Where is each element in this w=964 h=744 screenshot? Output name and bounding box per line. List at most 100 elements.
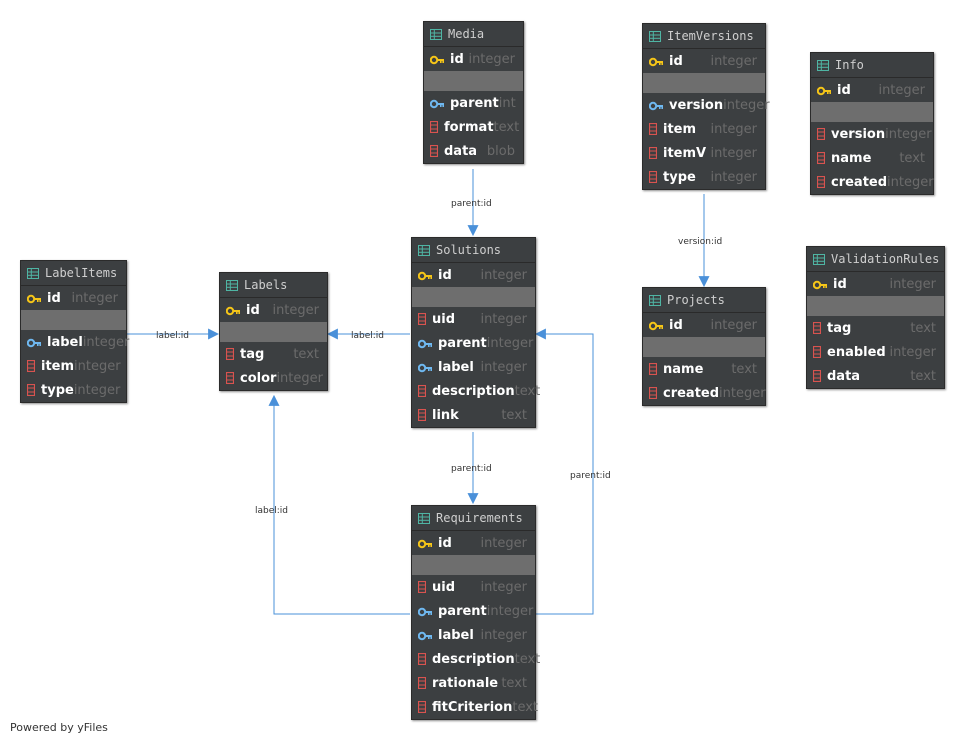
column-name: parent xyxy=(450,95,499,111)
table-requirements[interactable]: Requirements id integer uid integer pare… xyxy=(411,505,540,720)
column-row[interactable]: parent int xyxy=(424,91,523,115)
column-type: integer xyxy=(480,359,527,375)
column-separator xyxy=(21,310,126,330)
column-row[interactable]: parent integer xyxy=(412,331,535,355)
column-type: integer xyxy=(480,311,527,327)
edge-requirements-labels[interactable] xyxy=(268,394,410,615)
column-row[interactable]: rationale text xyxy=(412,671,535,695)
column-row[interactable]: tag text xyxy=(807,316,944,340)
column-row[interactable]: label integer xyxy=(412,623,535,647)
column-row[interactable]: itemV integer xyxy=(643,141,765,165)
column-name: type xyxy=(663,169,696,185)
table-projects[interactable]: Projects id integer name text created in… xyxy=(642,287,766,406)
column-type: integer xyxy=(878,82,925,98)
column-row[interactable]: name text xyxy=(643,357,765,381)
column-row[interactable]: tag text xyxy=(220,342,327,366)
column-row[interactable]: id integer xyxy=(643,313,765,337)
primary-key-icon xyxy=(648,316,663,335)
table-header[interactable]: ItemVersions xyxy=(643,24,765,49)
column-row[interactable]: description text xyxy=(412,647,540,671)
column-row[interactable]: link text xyxy=(412,403,535,427)
column-row[interactable]: data blob xyxy=(424,139,523,163)
column-name: version xyxy=(669,97,724,113)
table-header[interactable]: Solutions xyxy=(412,238,535,263)
column-row[interactable]: uid integer xyxy=(412,575,535,599)
column-name: format xyxy=(444,119,494,135)
column-row[interactable]: id integer xyxy=(412,531,535,555)
column-separator xyxy=(412,287,535,307)
column-icon xyxy=(417,674,427,693)
foreign-key-icon xyxy=(648,96,663,115)
primary-key-icon xyxy=(417,534,432,553)
table-header[interactable]: Media xyxy=(424,22,523,47)
column-type: text xyxy=(501,675,527,691)
table-header[interactable]: Labels xyxy=(220,273,327,298)
column-type: text xyxy=(899,150,925,166)
column-row[interactable]: format text xyxy=(424,115,523,139)
column-type: integer xyxy=(486,335,534,351)
column-row[interactable]: id integer xyxy=(424,47,523,71)
column-row[interactable]: type integer xyxy=(21,378,126,402)
column-icon xyxy=(648,384,658,403)
column-row[interactable]: type integer xyxy=(643,165,765,189)
column-name: id xyxy=(438,267,452,283)
table-header[interactable]: Info xyxy=(811,53,933,78)
column-row[interactable]: id integer xyxy=(643,49,765,73)
column-row[interactable]: created integer xyxy=(643,381,766,405)
table-validationrules[interactable]: ValidationRules id integer tag text enab… xyxy=(806,246,945,389)
column-type: int xyxy=(498,95,516,111)
column-row[interactable]: id integer xyxy=(220,298,327,322)
column-row[interactable]: created integer xyxy=(811,170,934,194)
column-icon xyxy=(429,142,439,161)
column-row[interactable]: version integer xyxy=(811,122,933,146)
table-header[interactable]: ValidationRules xyxy=(807,247,944,272)
table-icon xyxy=(649,291,661,310)
column-type: integer xyxy=(889,344,936,360)
edge-label-requirements-solutions: parent:id xyxy=(570,471,611,481)
column-name: fitCriterion xyxy=(432,699,513,715)
column-name: id xyxy=(669,317,683,333)
column-row[interactable]: fitCriterion text xyxy=(412,695,538,719)
column-type: integer xyxy=(480,627,527,643)
column-row[interactable]: description text xyxy=(412,379,540,403)
column-type: text xyxy=(293,346,319,362)
column-name: rationale xyxy=(432,675,499,691)
table-info[interactable]: Info id integer version integer name tex… xyxy=(810,52,934,195)
column-type: integer xyxy=(719,385,766,401)
column-name: name xyxy=(831,150,872,166)
column-row[interactable]: id integer xyxy=(811,78,933,102)
column-icon xyxy=(225,345,235,364)
column-row[interactable]: color integer xyxy=(220,366,327,390)
table-header[interactable]: Requirements xyxy=(412,506,535,531)
column-name: tag xyxy=(240,346,265,362)
edge-requirements-solutions[interactable] xyxy=(534,328,594,615)
table-header[interactable]: LabelItems xyxy=(21,261,126,286)
table-media[interactable]: Media id integer parent int format text xyxy=(423,21,524,164)
table-itemversions[interactable]: ItemVersions id integer version integer … xyxy=(642,23,770,190)
column-row[interactable]: id integer xyxy=(21,286,126,310)
table-name: ValidationRules xyxy=(831,252,940,266)
table-solutions[interactable]: Solutions id integer uid integer parent … xyxy=(411,237,540,428)
column-row[interactable]: uid integer xyxy=(412,307,535,331)
column-row[interactable]: parent integer xyxy=(412,599,535,623)
edge-label-labelitems-labels: label:id xyxy=(156,331,189,341)
column-name: id xyxy=(246,302,260,318)
column-type: blob xyxy=(486,143,515,159)
column-row[interactable]: version integer xyxy=(643,93,770,117)
primary-key-icon xyxy=(648,52,663,71)
column-row[interactable]: label integer xyxy=(21,330,129,354)
column-row[interactable]: enabled integer xyxy=(807,340,944,364)
column-row[interactable]: id integer xyxy=(807,272,944,296)
column-type: text xyxy=(493,119,520,135)
column-type: integer xyxy=(710,145,757,161)
column-row[interactable]: item integer xyxy=(21,354,126,378)
column-row[interactable]: name text xyxy=(811,146,933,170)
table-header[interactable]: Projects xyxy=(643,288,765,313)
table-icon xyxy=(418,241,430,260)
column-row[interactable]: data text xyxy=(807,364,944,388)
table-labelitems[interactable]: LabelItems id integer label integer item… xyxy=(20,260,129,403)
table-labels[interactable]: Labels id integer tag text color integer xyxy=(219,272,328,391)
column-row[interactable]: item integer xyxy=(643,117,765,141)
column-row[interactable]: id integer xyxy=(412,263,535,287)
column-row[interactable]: label integer xyxy=(412,355,535,379)
